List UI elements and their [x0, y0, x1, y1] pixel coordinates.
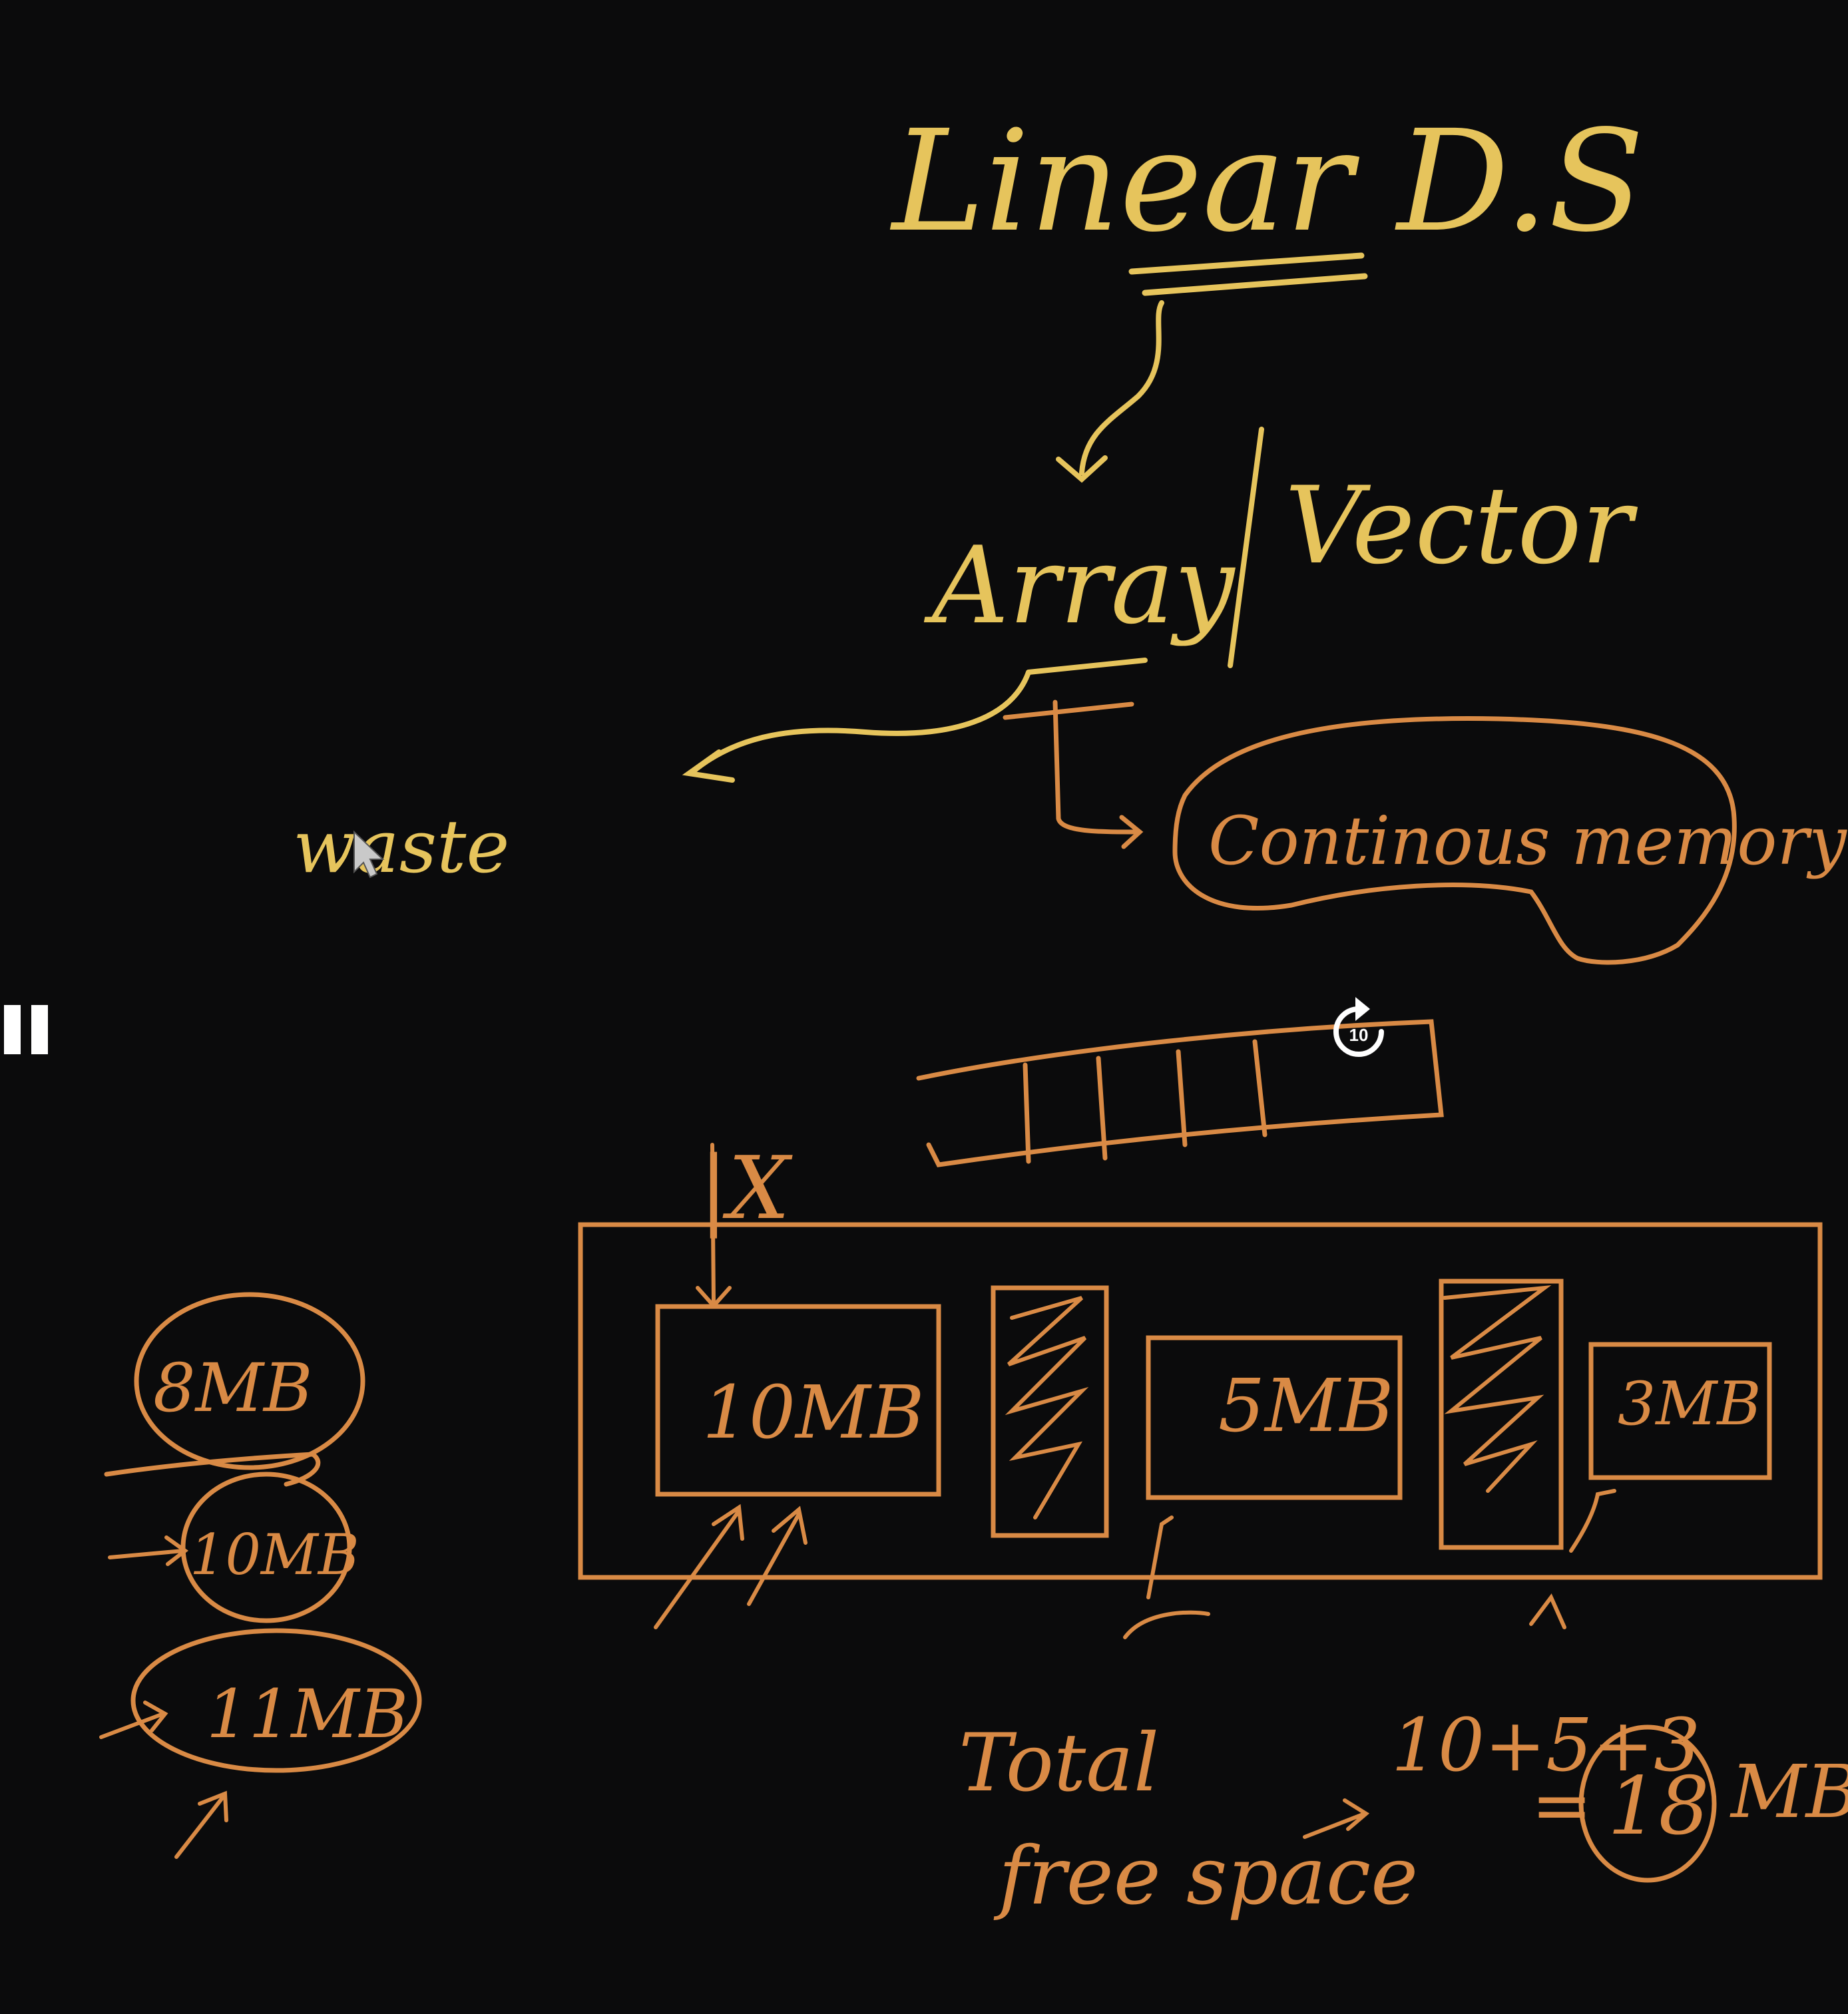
total-value-circle	[1578, 1724, 1717, 1883]
array-cells-sketch	[916, 1019, 1444, 1167]
block-10mb	[655, 1304, 941, 1497]
total-line1: Total	[959, 1717, 1159, 1810]
pause-icon	[4, 1005, 21, 1054]
free-gap-2-scribble	[1443, 1285, 1552, 1493]
waste-text: waste	[293, 804, 510, 889]
total-sum: 10+5+3	[1391, 1703, 1700, 1788]
array-cell-dividers	[1023, 1039, 1268, 1164]
title-group: Linear D.S	[889, 100, 1644, 483]
array-underline-2	[1003, 702, 1134, 720]
block-pointer-arrows	[654, 1489, 1616, 1639]
total-unit: MB	[1730, 1749, 1848, 1834]
waste-arrow	[682, 670, 1031, 783]
block-5mb	[1146, 1335, 1403, 1500]
array-underline	[1026, 658, 1148, 675]
free-gap-1	[991, 1285, 1109, 1538]
memory-container	[578, 1222, 1823, 1580]
memory-bubble	[1172, 716, 1737, 965]
mouse-cursor-icon	[353, 830, 385, 879]
array-vector-group: Array Vector waste	[293, 427, 1638, 889]
free-gap-1-scribble	[1005, 1296, 1089, 1519]
free-gap-2	[1439, 1279, 1564, 1550]
array-cells-outline	[916, 1019, 1444, 1167]
memory-layout: |X 10MB 5MB 3MB	[578, 1137, 1823, 1639]
block-5mb-label: 5MB	[1218, 1363, 1393, 1448]
pause-button[interactable]	[4, 1005, 48, 1054]
continous-memory-group: Continous memory	[1003, 700, 1847, 965]
pause-icon-bar	[31, 1005, 48, 1054]
replay-10-button[interactable]: 10	[1329, 994, 1389, 1064]
side-list-group: 8MB 10MB 11MB	[99, 1292, 422, 1859]
side-label-11mb: 11MB	[206, 1675, 408, 1753]
total-arrow	[1303, 1798, 1370, 1839]
title-text: Linear D.S	[889, 100, 1644, 263]
replay-arc	[1333, 1006, 1384, 1057]
replay-seconds: 10	[1349, 1025, 1369, 1045]
side-label-8mb: 8MB	[153, 1349, 313, 1427]
continous-memory-text: Continous memory	[1208, 802, 1847, 880]
block-10mb-label: 10MB	[702, 1370, 924, 1455]
total-line2: free space	[993, 1830, 1418, 1923]
title-underline	[1128, 252, 1368, 296]
side-arrow-10mb	[108, 1535, 189, 1566]
block-3mb-label: 3MB	[1618, 1369, 1761, 1439]
replay-10-icon: 10	[1333, 997, 1384, 1057]
side-label-10mb: 10MB	[190, 1522, 359, 1587]
array-text: Array	[923, 523, 1236, 648]
side-arrow-11mb	[99, 1701, 228, 1859]
side-circle-8mb	[134, 1292, 365, 1470]
title-arrow	[1056, 300, 1164, 483]
side-circle-11mb	[130, 1628, 422, 1773]
replay-arrowhead	[1355, 997, 1370, 1021]
total-value: 18	[1608, 1760, 1710, 1853]
array-vector-divider	[1228, 427, 1264, 668]
side-strike-line	[104, 1452, 321, 1487]
block-3mb	[1588, 1342, 1772, 1480]
total-group: Total free space 10+5+3 = 18 MB	[959, 1703, 1848, 1923]
vector-text: Vector	[1285, 463, 1638, 588]
memory-arrow	[1052, 700, 1144, 849]
